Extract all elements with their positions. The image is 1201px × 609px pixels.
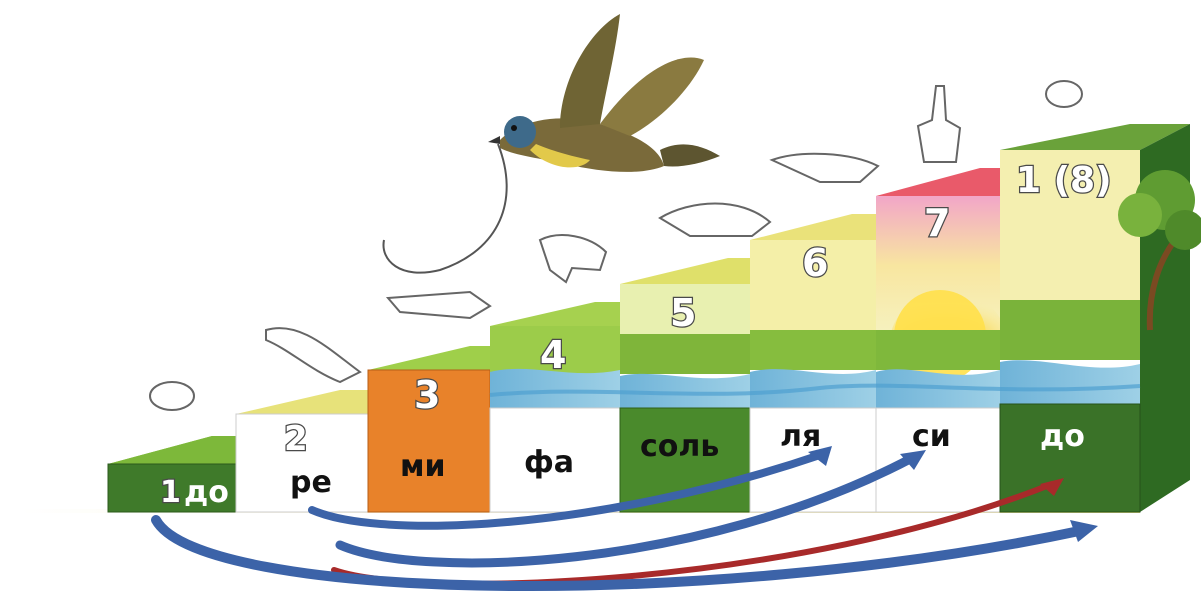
syllable-3: ми [400,449,446,484]
step-number-1: 1 [160,475,181,510]
step-number-8: 1 (8) [1016,160,1112,201]
step-number-2: 2 [284,419,308,459]
step-number-5: 5 [670,291,696,335]
syllable-1: до [184,475,229,510]
step-number-7: 7 [924,201,950,245]
bird-icon [383,14,720,273]
syllable-5: соль [640,429,719,464]
step-number-4: 4 [540,333,566,377]
step-number-6: 6 [802,241,828,285]
syllable-2: ре [290,465,332,500]
syllable-4: фа [524,445,574,480]
syllable-6: ля [780,419,821,454]
step-number-3: 3 [414,373,440,417]
syllable-7: си [912,419,951,454]
step-3 [368,346,490,512]
arrow-do-do-blue-head [1070,520,1098,542]
syllable-8: до [1040,419,1085,454]
